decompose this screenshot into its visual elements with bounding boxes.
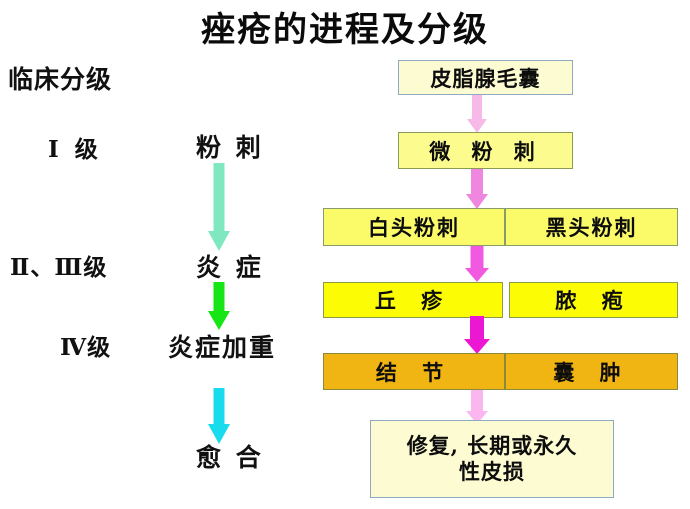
arrow-shaft xyxy=(470,246,484,268)
flow-box-papule: 丘 疹 xyxy=(323,282,503,318)
arrow-down-icon-severe-to-healing xyxy=(206,388,232,444)
grade-label-2-3: Ⅱ、Ⅲ级 xyxy=(10,254,108,281)
flow-box-nodule: 结 节 xyxy=(323,353,505,390)
arrow-down-icon-inflammation-to-severe xyxy=(206,282,232,330)
arrow-head xyxy=(208,231,230,251)
flow-box-microcomedo: 微 粉 刺 xyxy=(398,132,573,169)
stage-label-healing: 愈 合 xyxy=(196,443,264,472)
arrow-down-icon-microcomedo-to-comedones xyxy=(464,169,490,209)
arrow-down-icon-follicle-to-microcomedo xyxy=(465,95,489,133)
arrow-shaft xyxy=(470,316,484,339)
arrow-shaft xyxy=(471,169,483,194)
arrow-head xyxy=(466,194,488,209)
arrow-head xyxy=(208,424,230,444)
stage-label-inflammation: 炎 症 xyxy=(196,253,264,282)
stage-label-severe-inflammation: 炎症加重 xyxy=(168,333,277,362)
flow-box-whitehead: 白头粉刺 xyxy=(323,208,505,246)
arrow-shaft xyxy=(213,388,225,424)
arrow-head xyxy=(208,311,230,330)
arrow-down-icon-nodule-to-scar xyxy=(464,390,490,424)
flow-box-pustule: 脓 疱 xyxy=(509,282,678,318)
scar-line-2: 性皮损 xyxy=(459,459,525,484)
arrow-head xyxy=(465,268,489,282)
arrow-shaft xyxy=(213,163,225,233)
scar-line-1: 修复, 长期或永久 xyxy=(406,432,578,458)
flow-box-cyst: 囊 肿 xyxy=(505,353,678,390)
grade-label-1: Ⅰ 级 xyxy=(48,136,102,163)
arrow-shaft xyxy=(471,390,483,411)
stage-label-comedo: 粉 刺 xyxy=(196,133,264,162)
flow-box-blackhead: 黑头粉刺 xyxy=(505,208,678,246)
arrow-down-icon-comedo-to-inflammation xyxy=(206,163,232,251)
page-title: 痤疮的进程及分级 xyxy=(201,10,489,50)
clinical-grading-heading: 临床分级 xyxy=(8,65,113,94)
arrow-shaft xyxy=(472,95,482,119)
arrow-shaft xyxy=(213,282,225,312)
flow-box-scarring: 修复, 长期或永久 性皮损 xyxy=(370,420,614,498)
arrow-head xyxy=(464,339,490,354)
arrow-down-icon-papule-to-nodule xyxy=(463,316,491,354)
arrow-head xyxy=(467,119,487,133)
flow-box-sebaceous-follicle: 皮脂腺毛囊 xyxy=(398,60,573,95)
grade-label-4: Ⅳ级 xyxy=(60,334,112,361)
arrow-down-icon-comedones-to-papule xyxy=(464,246,490,282)
